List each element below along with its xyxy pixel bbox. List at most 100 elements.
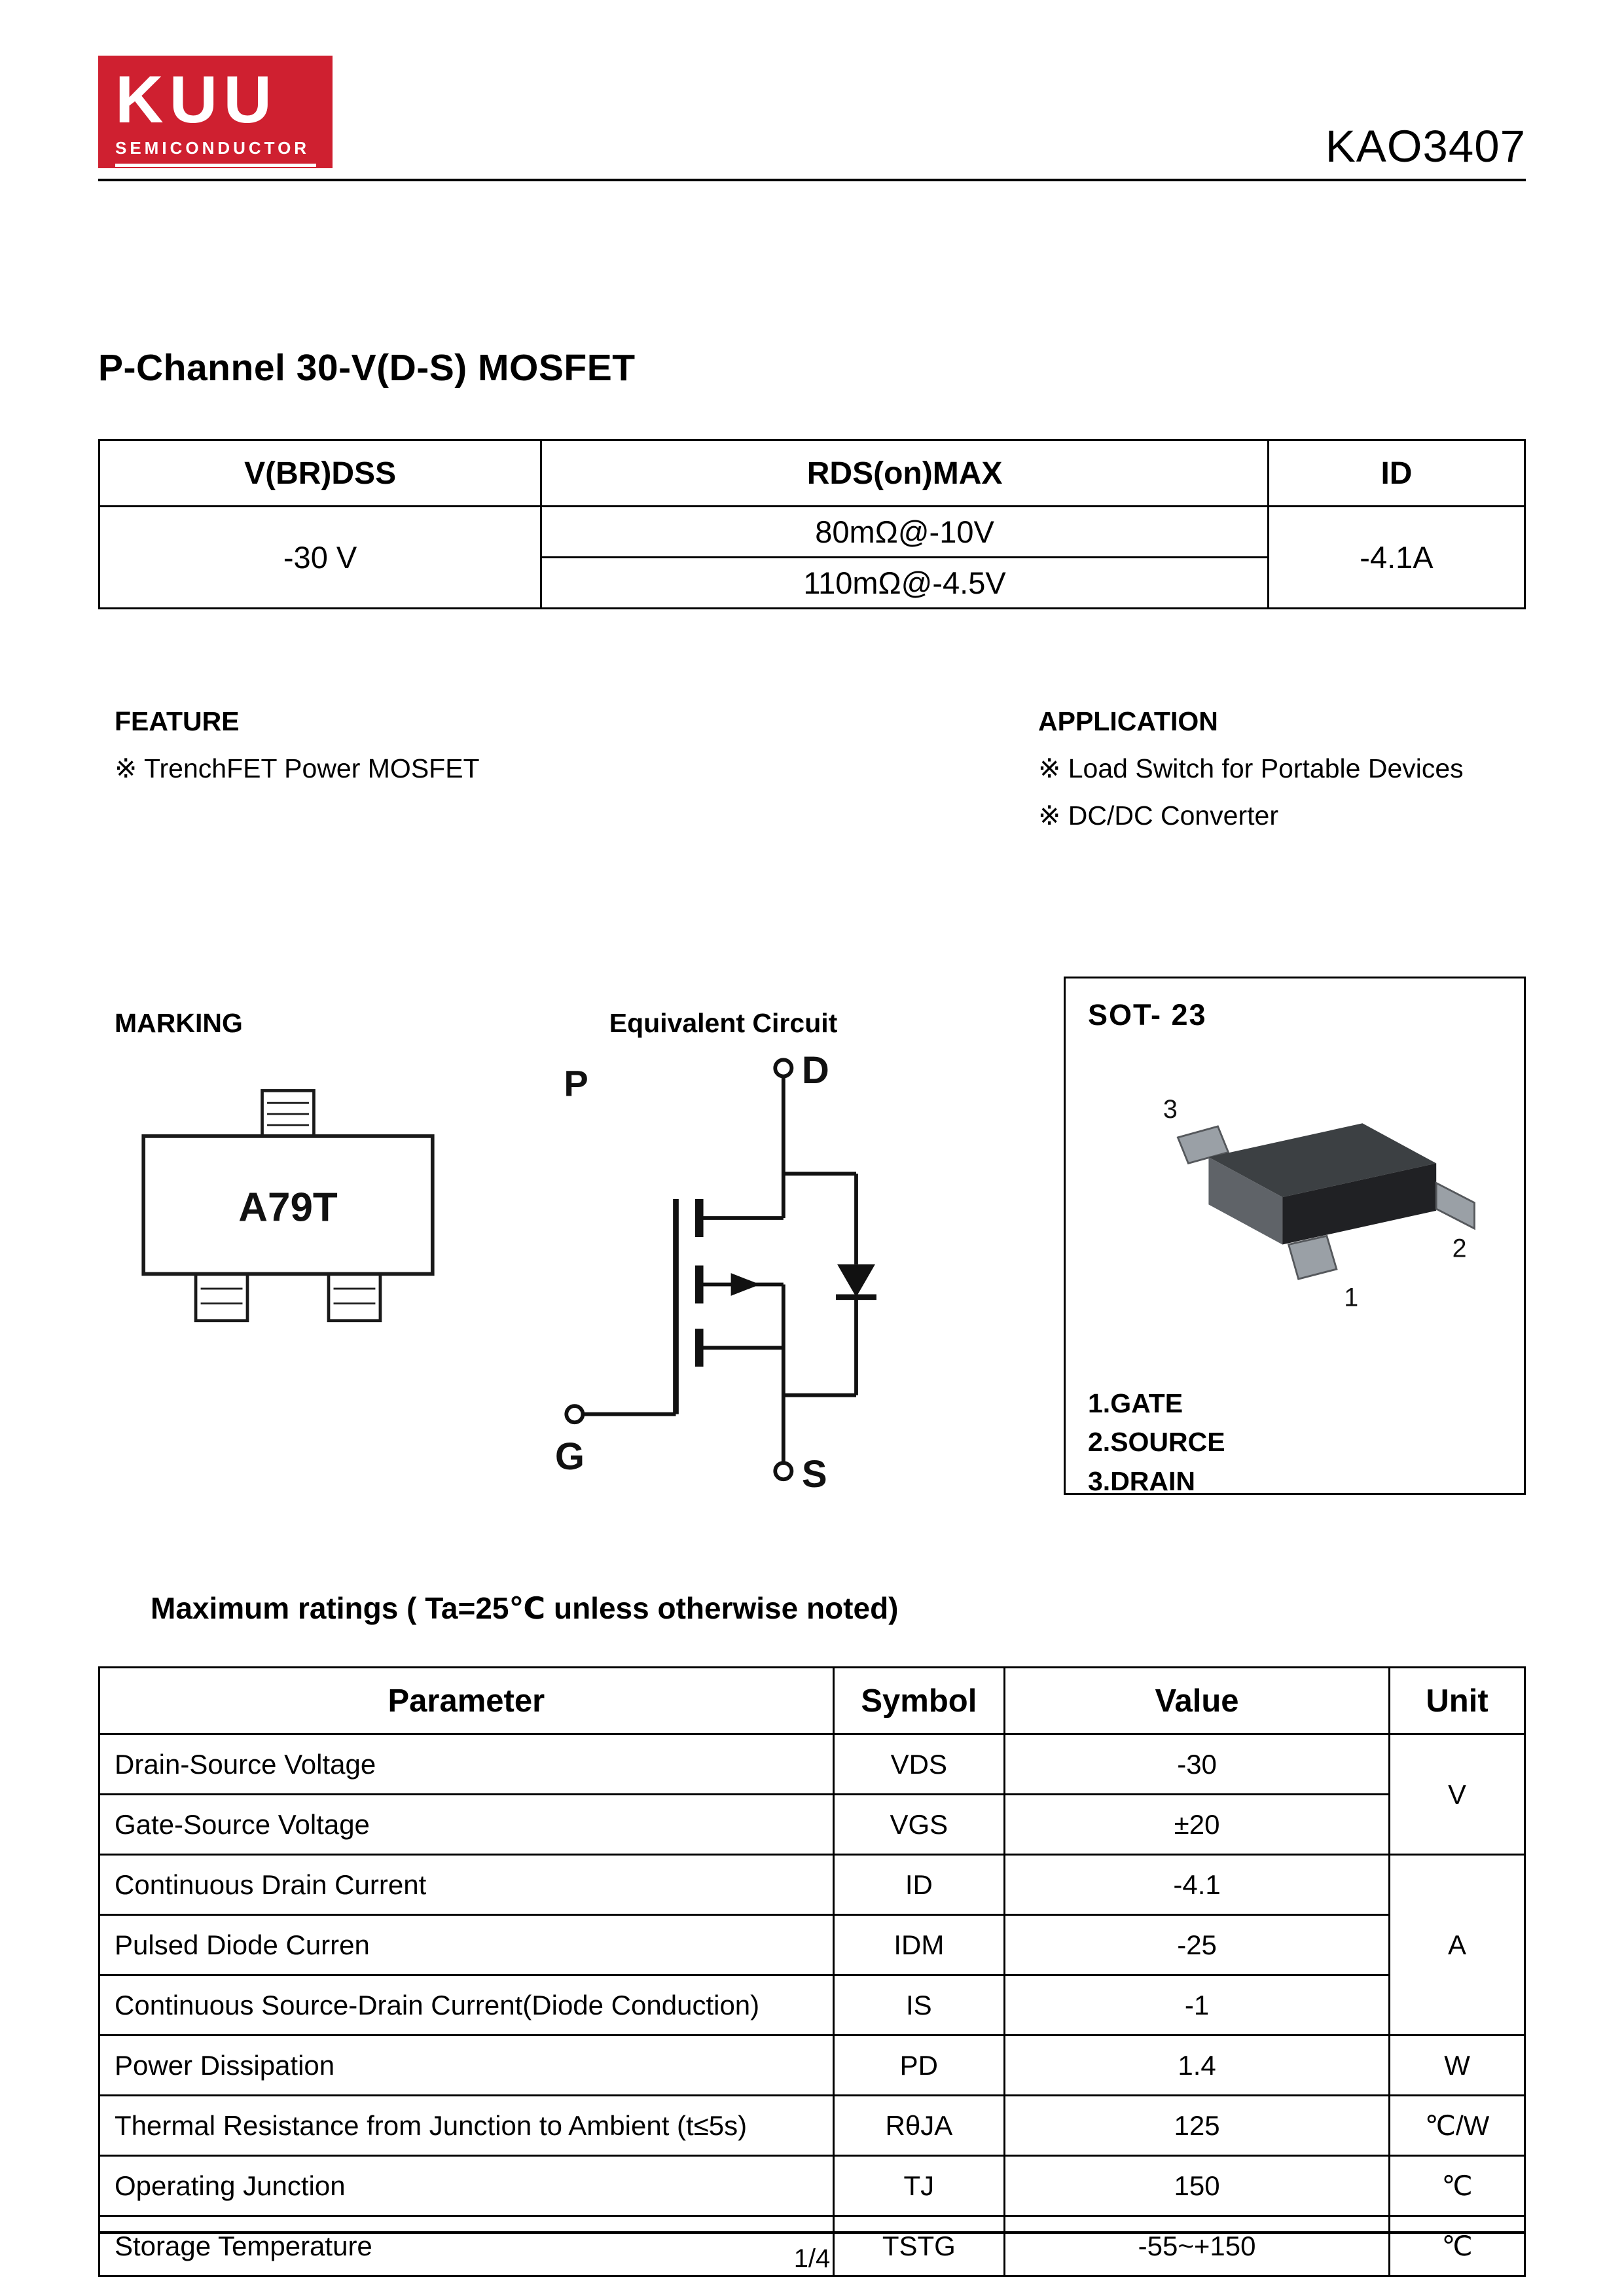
col-id: ID [1267, 439, 1526, 507]
max-ratings-heading: Maximum ratings ( Ta=25℃ unless otherwis… [151, 1591, 899, 1625]
sot23-box: SOT- 23 3 2 1 1.GATE 2.SOURCE 3.DRAIN [1064, 977, 1526, 1496]
part-number: KAO3407 [1325, 121, 1526, 171]
value-tstg: -55~+150 [1003, 2215, 1391, 2277]
lead-3 [1176, 1125, 1230, 1165]
param-vgs: Gate-Source Voltage [98, 1793, 835, 1856]
application-item-1: ※ Load Switch for Portable Devices [1038, 753, 1464, 783]
symbol-rthja: RθJA [832, 2094, 1006, 2157]
footer-rule [98, 2231, 1526, 2234]
value-is: -1 [1003, 1974, 1391, 2036]
summary-table: V(BR)DSS RDS(on)MAX ID -30 V 80mΩ@-10V -… [98, 439, 1526, 609]
param-pd: Power Dissipation [98, 2034, 835, 2096]
pin-name-drain: 3.DRAIN [1088, 1465, 1196, 1496]
value-idm: -25 [1003, 1914, 1391, 1976]
feature-heading: FEATURE [115, 706, 240, 736]
pin-label-3: 3 [1163, 1095, 1178, 1124]
application-item-2: ※ DC/DC Converter [1038, 800, 1278, 831]
body-diode [837, 1264, 875, 1297]
param-tstg: Storage Temperature [98, 2215, 835, 2277]
drain-terminal [773, 1058, 794, 1079]
package-body [141, 1134, 435, 1276]
marking-code: A79T [238, 1185, 338, 1230]
pin-name-gate: 1.GATE [1088, 1388, 1183, 1418]
table-row: Power Dissipation PD 1.4 W [98, 2034, 1526, 2096]
table-row: Pulsed Diode Curren IDM -25 [98, 1914, 1525, 1976]
col-vbrdss: V(BR)DSS [98, 439, 543, 507]
unit-v: V [1388, 1733, 1526, 1856]
label-s: S [802, 1453, 827, 1496]
label-g: G [555, 1435, 585, 1478]
value-id: -4.1 [1003, 1854, 1391, 1916]
symbol-tj: TJ [832, 2155, 1006, 2217]
table-row: Thermal Resistance from Junction to Ambi… [98, 2094, 1526, 2157]
source-terminal [773, 1461, 794, 1482]
table-row: Continuous Source-Drain Current(Diode Co… [98, 1974, 1525, 2036]
header-rule [98, 179, 1526, 181]
unit-c1: ℃ [1388, 2155, 1526, 2217]
col-parameter: Parameter [98, 1666, 835, 1735]
col-rdson: RDS(on)MAX [540, 439, 1269, 507]
rds-value-1: 80mΩ@-10V [540, 505, 1269, 558]
logo-text: KUU [115, 62, 278, 137]
param-tj: Operating Junction [98, 2155, 835, 2217]
application-section: APPLICATION ※ Load Switch for Portable D… [1038, 706, 1526, 831]
max-ratings-table: Parameter Symbol Value Unit Drain-Source… [98, 1666, 1526, 2277]
page-header: KUU SEMICONDUCTOR KAO3407 [98, 56, 1526, 171]
rds-value-2: 110mΩ@-4.5V [540, 556, 1269, 609]
col-symbol: Symbol [832, 1666, 1006, 1735]
vbrdss-value: -30 V [98, 505, 543, 609]
page-title: P-Channel 30-V(D-S) MOSFET [98, 347, 636, 389]
symbol-id: ID [832, 1854, 1006, 1916]
param-rthja: Thermal Resistance from Junction to Ambi… [98, 2094, 835, 2157]
pin-name-list: 1.GATE 2.SOURCE 3.DRAIN [1088, 1384, 1502, 1501]
symbol-pd: PD [832, 2034, 1006, 2096]
label-d: D [802, 1049, 829, 1092]
unit-c2: ℃ [1388, 2215, 1526, 2277]
symbol-idm: IDM [832, 1914, 1006, 1976]
label-p: P [564, 1062, 588, 1103]
value-tj: 150 [1003, 2155, 1391, 2217]
value-rthja: 125 [1003, 2094, 1391, 2157]
lead-2 [1435, 1181, 1475, 1230]
param-is: Continuous Source-Drain Current(Diode Co… [98, 1974, 835, 2036]
page-number: 1/4 [793, 2244, 831, 2273]
drawings-row: MARKING A79T Equi [98, 977, 1526, 1525]
table-row: Continuous Drain Current ID -4.1 A [98, 1854, 1526, 2036]
pin-label-1: 1 [1344, 1283, 1358, 1312]
gate-terminal [564, 1404, 585, 1425]
table-row: Drain-Source Voltage VDS -30 V [98, 1733, 1526, 1856]
value-pd: 1.4 [1003, 2034, 1391, 2096]
lead-1 [1287, 1234, 1338, 1280]
feature-application-row: FEATURE ※ TrenchFET Power MOSFET APPLICA… [98, 706, 1526, 831]
package-bottom-lead-left [194, 1272, 249, 1323]
logo-subtext: SEMICONDUCTOR [115, 138, 317, 167]
channel-arrow [731, 1273, 761, 1296]
body-top-face [1208, 1123, 1437, 1198]
application-heading: APPLICATION [1038, 706, 1218, 736]
body-front-face [1282, 1163, 1437, 1245]
mosfet-schematic: P D G S [555, 1049, 876, 1496]
value-vds: -30 [1003, 1733, 1391, 1795]
sot23-3d-drawing: 3 2 1 [1163, 1095, 1475, 1312]
value-vgs: ±20 [1003, 1793, 1391, 1856]
symbol-vgs: VGS [832, 1793, 1006, 1856]
body-left-face [1208, 1157, 1283, 1245]
equivalent-circuit-heading: Equivalent Circuit [609, 1008, 838, 1038]
package-outline-drawing: A79T [141, 1089, 435, 1323]
sot23-heading: SOT- 23 [1088, 998, 1207, 1031]
table-row: Storage Temperature TSTG -55~+150 ℃ [98, 2215, 1526, 2277]
symbol-tstg: TSTG [832, 2215, 1006, 2277]
ratings-header-row: Parameter Symbol Value Unit [98, 1666, 1526, 1735]
param-id: Continuous Drain Current [98, 1854, 835, 1916]
symbol-is: IS [832, 1974, 1006, 2036]
equivalent-circuit-section: Equivalent Circuit [507, 1008, 939, 1525]
marking-section: MARKING A79T [98, 1008, 471, 1349]
unit-w: W [1388, 2034, 1526, 2096]
col-unit: Unit [1388, 1666, 1526, 1735]
pin-label-2: 2 [1453, 1234, 1467, 1263]
unit-cw: ℃/W [1388, 2094, 1526, 2157]
package-bottom-lead-right [327, 1272, 382, 1323]
page-footer: 1/4 [98, 2231, 1526, 2274]
param-vds: Drain-Source Voltage [98, 1733, 835, 1795]
